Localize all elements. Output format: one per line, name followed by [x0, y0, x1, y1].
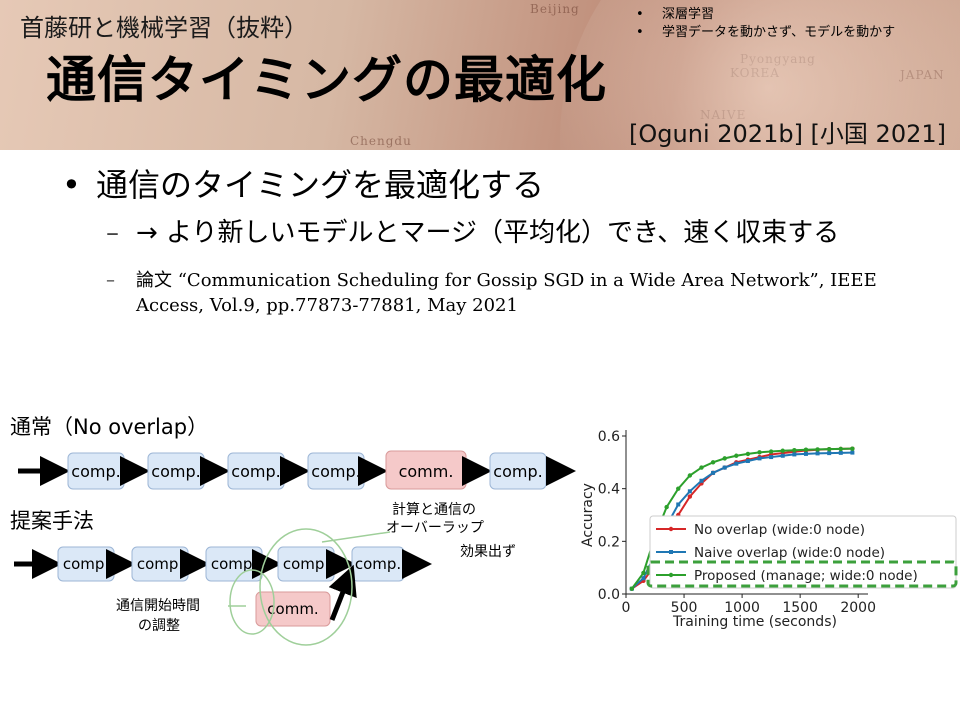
legend-marker — [669, 550, 673, 554]
data-point — [629, 586, 635, 591]
y-tick-label: 0.6 — [598, 429, 620, 445]
data-point — [641, 570, 646, 576]
data-point — [641, 576, 646, 581]
map-label: Pyongyang — [740, 52, 816, 66]
comp-label: comp. — [311, 462, 360, 481]
data-point — [687, 473, 693, 478]
data-point — [710, 460, 716, 465]
main-bullet: •通信のタイミングを最適化する — [62, 166, 545, 204]
map-label: KOREA — [730, 66, 780, 80]
annotation-effect: 効果出ず — [460, 544, 516, 560]
data-point — [664, 504, 669, 510]
data-point — [838, 450, 843, 455]
data-point — [803, 447, 809, 452]
proposed-highlight — [646, 560, 958, 588]
slide-subtitle: 首藤研と機械学習（抜粋） — [20, 14, 308, 42]
legend-box — [649, 515, 957, 589]
y-tick-label: 0.0 — [598, 587, 620, 603]
data-point — [745, 451, 751, 457]
data-point — [734, 453, 739, 458]
data-point — [850, 450, 855, 455]
data-point — [826, 446, 832, 452]
data-point — [676, 502, 681, 507]
header-banner: Beijing Pyongyang KOREA JAPAN NAIVE Chen… — [0, 0, 960, 150]
sub-bullet: –→ より新しいモデルとマージ（平均化）でき、速く収束する — [106, 218, 840, 248]
annotation-adjust: 通信開始時間 — [116, 598, 200, 614]
data-point — [769, 455, 774, 460]
reference-citation: [Oguni 2021b] [小国 2021] — [629, 120, 946, 148]
data-point — [780, 453, 785, 458]
comp-label: comp. — [71, 462, 120, 481]
data-point — [838, 446, 843, 452]
data-point — [815, 447, 820, 452]
x-tick-label: 0 — [622, 600, 631, 616]
data-point — [757, 450, 762, 455]
data-point — [711, 470, 716, 475]
legend-entry: Proposed (manage; wide:0 node) — [694, 568, 918, 584]
legend-entry: Naive overlap (wide:0 node) — [694, 545, 885, 561]
data-point — [757, 456, 762, 461]
data-point — [699, 478, 704, 483]
comp-label: comp. — [283, 555, 329, 573]
data-point — [850, 446, 855, 451]
comp-label: comp. — [355, 555, 401, 573]
legend-entry: No overlap (wide:0 node) — [694, 522, 865, 538]
normal-title: 通常（No overlap） — [10, 415, 208, 439]
data-point — [722, 456, 727, 461]
map-label: JAPAN — [900, 68, 945, 82]
annotation-adjust: の調整 — [138, 618, 180, 634]
x-tick-label: 1500 — [782, 600, 818, 616]
data-point — [676, 486, 681, 491]
annotation-overlap: 計算と通信の — [392, 502, 476, 518]
comp-label: comp. — [231, 462, 280, 481]
data-point — [827, 451, 832, 456]
x-tick-label: 1000 — [724, 600, 760, 616]
data-point — [687, 489, 692, 494]
data-point — [722, 465, 727, 470]
x-tick-label: 500 — [671, 600, 698, 616]
x-axis-label: Training time (seconds) — [672, 614, 837, 630]
annotations: 計算と通信の オーバーラップ 効果出ず 通信開始時間 の調整 — [116, 502, 516, 646]
annotation-overlap: オーバーラップ — [386, 520, 484, 536]
data-point — [803, 451, 808, 456]
pipeline-diagram: 通常（No overlap） comp. comp. comp. comp. c… — [0, 392, 600, 652]
data-point — [792, 452, 797, 457]
legend-marker — [668, 526, 674, 532]
top-note: •学習データを動かさず、モデルを動かす — [636, 25, 896, 40]
data-point — [768, 449, 774, 454]
comp-label: comp. — [493, 462, 542, 481]
top-note: •深層学習 — [636, 7, 715, 22]
data-point — [780, 448, 785, 453]
legend-marker — [668, 572, 674, 578]
map-label: Chengdu — [350, 134, 412, 148]
slide-title: 通信タイミングの最適化 — [46, 51, 607, 109]
data-point — [699, 465, 704, 470]
map-label: Beijing — [530, 2, 580, 16]
y-tick-label: 0.2 — [598, 534, 620, 550]
comp-label: comp. — [151, 462, 200, 481]
comp-label: comp. — [137, 555, 183, 573]
data-point — [745, 459, 750, 464]
comm-label: comm. — [399, 462, 454, 481]
row-normal: comp. comp. comp. comp. comm. comp. — [18, 450, 576, 490]
adjust-circle — [229, 569, 275, 635]
y-tick-label: 0.4 — [598, 482, 620, 498]
paper-citation: –論文 “Communication Scheduling for Gossip… — [106, 270, 877, 316]
chart-legend: No overlap (wide:0 node) Naive overlap (w… — [646, 515, 958, 589]
overlap-circle — [259, 528, 353, 646]
x-tick-label: 2000 — [840, 600, 876, 616]
proposed-title: 提案手法 — [10, 509, 94, 533]
data-point — [815, 451, 820, 456]
data-point — [734, 461, 739, 466]
comm-label: comm. — [267, 600, 318, 618]
y-axis-label: Accuracy — [580, 483, 596, 547]
comp-label: comp. — [63, 555, 109, 573]
comp-label: comp. — [211, 555, 257, 573]
data-point — [792, 448, 797, 453]
top-notes: •深層学習 •学習データを動かさず、モデルを動かす — [636, 6, 895, 42]
data-point — [687, 494, 693, 499]
